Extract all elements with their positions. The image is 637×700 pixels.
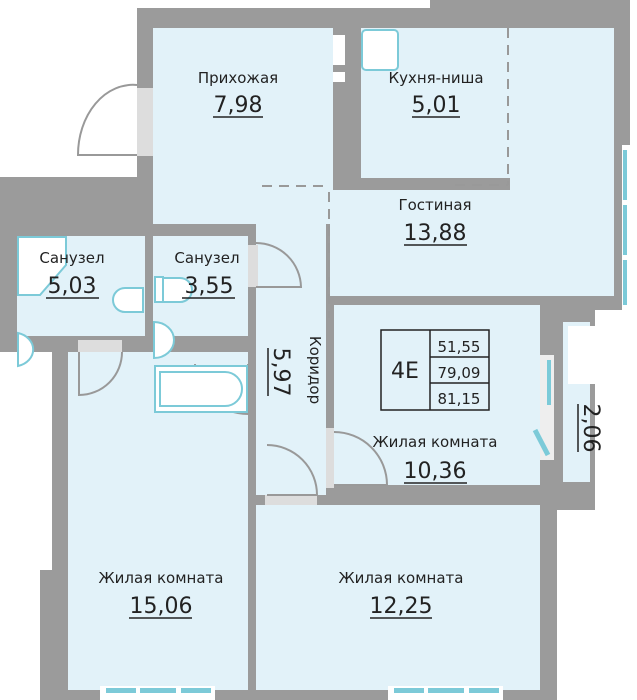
room-area: 15,06 (130, 594, 193, 619)
windows (100, 145, 637, 700)
room-label: Санузел (39, 249, 104, 267)
room-label: Жилая комната (99, 569, 224, 587)
room-bedroom-1225 (256, 505, 540, 690)
sink-icon (17, 331, 35, 368)
apartment-code: 4E (391, 359, 419, 384)
room-label: Прихожая (198, 69, 278, 87)
toilet-icon (112, 287, 144, 313)
balcony-area: 2,06 (578, 404, 603, 453)
room-area: 5,97 (268, 348, 293, 397)
room-label: Кухня-ниша (388, 69, 483, 87)
sink-icon (361, 29, 399, 71)
room-area: 7,98 (214, 93, 263, 118)
total-area-with-balcony: 81,15 (438, 390, 481, 408)
zone-dividers (262, 28, 509, 318)
apartment-info-box: 4E 51,55 79,09 81,15 (380, 329, 490, 411)
room-label: Жилая комната (339, 569, 464, 587)
rooms (17, 28, 614, 690)
room-area: 10,36 (404, 459, 467, 484)
room-bedroom-1036 (334, 305, 540, 485)
sink-icon (153, 320, 175, 360)
room-label: Санузел (174, 249, 239, 267)
living-area: 51,55 (438, 338, 481, 356)
fixtures (17, 29, 399, 413)
room-area: 12,25 (370, 594, 433, 619)
toilet-icon (154, 276, 193, 303)
room-label: Гостиная (398, 196, 471, 214)
room-area: 5,01 (412, 93, 461, 118)
room-label: Жилая комната (373, 433, 498, 451)
room-area: 3,55 (185, 274, 234, 299)
shower-icon (17, 236, 67, 296)
total-area: 79,09 (438, 364, 481, 382)
room-area: 13,88 (404, 221, 467, 246)
room-label: Коридор (306, 336, 324, 404)
room-area: 5,03 (48, 274, 97, 299)
